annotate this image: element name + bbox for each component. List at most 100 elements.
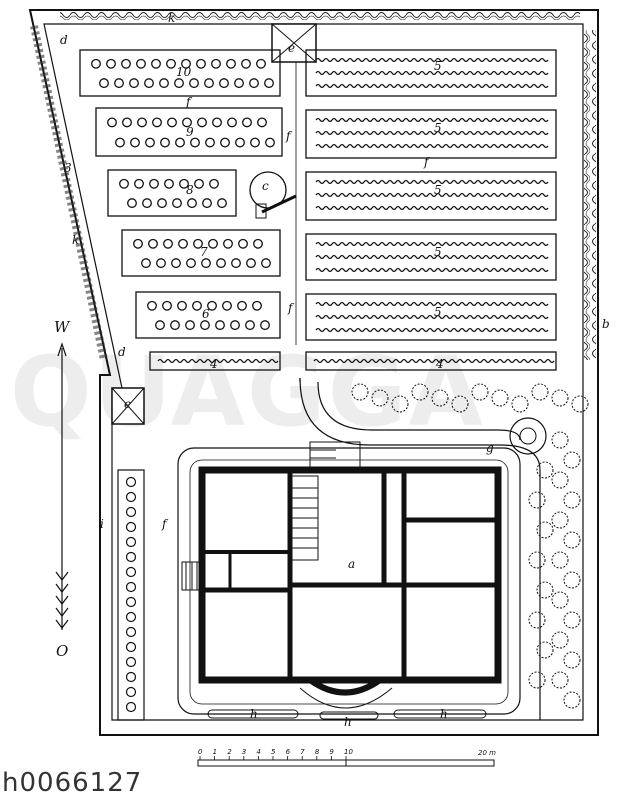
fruit-tree <box>122 117 132 128</box>
fruit-tree <box>178 238 188 249</box>
left-hedge-row <box>117 469 145 721</box>
label-h-1: h <box>250 707 258 721</box>
scale-bar <box>197 759 495 767</box>
fruit-tree <box>223 238 233 249</box>
hedge-shrub <box>125 551 137 563</box>
label-e-left: e <box>124 397 131 411</box>
shrub <box>563 451 581 469</box>
label-d: d <box>118 345 126 359</box>
fruit-tree <box>182 117 192 128</box>
scale-tick-label: 1 <box>213 748 217 756</box>
house-path-border <box>189 459 509 705</box>
hedge-shrub <box>125 596 137 608</box>
label-d-top: d <box>60 33 68 47</box>
fruit-tree <box>245 320 255 331</box>
label-9: 9 <box>186 125 194 139</box>
hedge-shrub <box>125 641 137 653</box>
fruit-tree <box>137 117 147 128</box>
fruit-tree <box>136 58 146 69</box>
scale-tick-label: 3 <box>242 748 246 756</box>
shrub <box>551 591 569 609</box>
fruit-tree <box>252 300 262 311</box>
vegetable-row <box>315 327 549 333</box>
fruit-tree <box>187 198 197 209</box>
label-5-5: 5 <box>434 305 442 319</box>
fruit-tree <box>166 58 176 69</box>
shrub <box>551 389 569 407</box>
shrubbery <box>351 383 589 709</box>
fruit-tree <box>172 198 182 209</box>
fruit-tree <box>194 178 204 189</box>
fruit-tree <box>119 178 129 189</box>
label-f-3: f <box>161 517 169 531</box>
shrub <box>528 611 546 629</box>
fruit-tree <box>167 117 177 128</box>
scale-tick-label: 8 <box>315 748 320 756</box>
label-5-2: 5 <box>434 121 442 135</box>
pavilion-top <box>271 23 317 63</box>
boundary-hedge <box>30 12 596 361</box>
fruit-tree <box>149 178 159 189</box>
scale-tick-label: 0 <box>198 748 203 756</box>
compass-west-label: W <box>54 318 71 336</box>
label-f-5: f <box>423 155 431 169</box>
shrub <box>528 671 546 689</box>
fruit-tree <box>134 178 144 189</box>
fruit-tree <box>147 300 157 311</box>
vegetable-row <box>315 130 549 136</box>
fruit-tree <box>157 198 167 209</box>
label-5-1: 5 <box>434 59 442 73</box>
vegetable-row <box>315 179 549 185</box>
bay-window-path <box>299 687 393 709</box>
watermark: QUAGGA <box>10 336 485 448</box>
fruit-tree <box>202 198 212 209</box>
shrub <box>471 383 489 401</box>
label-5-3: 5 <box>434 183 442 197</box>
vegetable-row <box>315 254 549 260</box>
shrub <box>371 389 389 407</box>
label-h-3: h <box>440 707 448 721</box>
scale-tick-label: 5 <box>271 748 276 756</box>
shrub <box>536 641 554 659</box>
fruit-tree <box>201 258 211 269</box>
hedge-shrub <box>125 491 137 503</box>
fruit-tree <box>209 178 219 189</box>
fruit-tree <box>246 258 256 269</box>
shrub <box>391 395 409 413</box>
label-5-4: 5 <box>434 245 442 259</box>
shrub <box>551 431 569 449</box>
fruit-tree <box>177 300 187 311</box>
shrub <box>451 395 469 413</box>
shrub <box>551 631 569 649</box>
border-row <box>157 358 279 364</box>
fruit-tree <box>242 117 252 128</box>
scale-tick-label: 9 <box>329 748 334 756</box>
label-f-1: f <box>285 129 293 143</box>
shrub <box>531 383 549 401</box>
fruit-tree <box>264 78 274 89</box>
fruit-tree <box>144 78 154 89</box>
label-k-2: k <box>72 233 79 247</box>
round-bed <box>509 417 547 455</box>
shrub <box>571 395 589 413</box>
fruit-tree <box>141 258 151 269</box>
shrub <box>551 671 569 689</box>
shrub <box>411 383 429 401</box>
fruit-tree <box>170 320 180 331</box>
fruit-tree <box>215 320 225 331</box>
fruit-tree <box>241 58 251 69</box>
fruit-tree <box>91 58 101 69</box>
shrub <box>551 551 569 569</box>
fruit-tree <box>230 320 240 331</box>
shrub <box>536 581 554 599</box>
vegetable-row <box>315 241 549 247</box>
image-id: h0066127 <box>2 768 143 798</box>
house-lawn-border <box>177 447 521 715</box>
compass-east-label: O <box>56 642 68 660</box>
orchard-trees <box>91 58 275 331</box>
fruit-tree <box>133 238 143 249</box>
fruit-tree <box>163 238 173 249</box>
fruit-tree <box>196 58 206 69</box>
fruit-tree <box>156 258 166 269</box>
